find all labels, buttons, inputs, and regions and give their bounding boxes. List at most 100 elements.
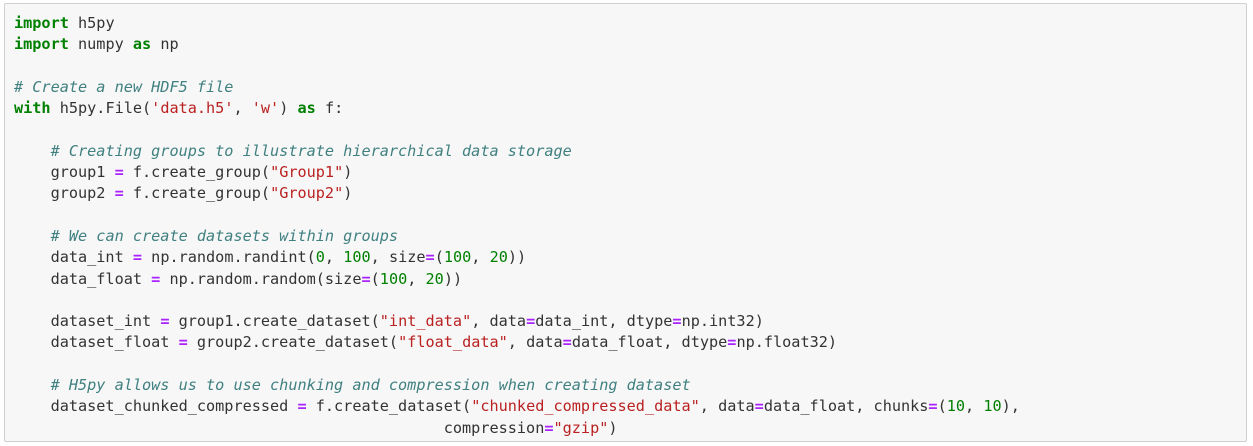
code-token: with [14,99,51,118]
code-token: , [471,248,490,267]
code-token: = [361,269,371,288]
code-token: # H5py allows us to use chunking and com… [50,376,691,395]
code-token: data_float, dtype [571,333,728,352]
code-token: data_float [14,269,152,288]
code-token [14,142,51,160]
code-line: data_float = np.random.random(size=(100,… [14,269,1020,290]
code-token: f.create_group( [123,184,271,203]
code-line [14,290,1020,311]
code-token: = [425,248,435,267]
code-token: 100 [443,248,472,267]
code-token: ( [434,248,444,267]
code-token: ) [343,163,353,182]
code-token: dataset_int [14,312,161,331]
code-line [14,119,1020,140]
code-line: data_int = np.random.randint(0, 100, siz… [14,247,1020,268]
code-line: # Creating groups to illustrate hierarch… [14,141,1020,162]
code-token: data_int [14,248,133,267]
code-token: , data [507,333,563,352]
code-token: ) [279,99,298,118]
code-token: f.create_dataset( [306,397,472,416]
code-line: # Create a new HDF5 file [14,77,1020,98]
code-line [14,354,1020,375]
code-token: np.float32) [736,333,838,352]
code-token: 10 [946,397,966,416]
code-token: 20 [489,248,508,267]
code-token: )) [507,248,527,267]
code-token: f.create_group( [123,163,271,182]
code-token: 10 [983,397,1002,416]
code-token: group2 [14,184,115,203]
code-token: 100 [379,269,408,288]
code-token: )) [443,269,463,288]
code-token: np.random.randint( [142,248,316,267]
code-token: , [965,397,984,416]
code-line [14,56,1020,77]
code-line: # We can create datasets within groups [14,226,1020,247]
code-token: = [114,184,124,203]
code-token: # Creating groups to illustrate hierarch… [50,141,572,160]
code-token: data_float, chunks [763,397,929,416]
code-line: group2 = f.create_group("Group2") [14,183,1020,204]
code-token: group2.create_dataset( [187,333,399,352]
code-token: group1.create_dataset( [169,312,380,331]
code-token: ( [937,397,947,416]
code-token: "Group1" [270,163,344,182]
code-line: dataset_int = group1.create_dataset("int… [14,311,1020,332]
code-token: 100 [343,248,371,267]
code-token: = [526,312,536,331]
code-token: numpy [68,35,133,54]
code-line: compression="gzip") [14,418,1020,439]
code-token: np.random.random(size [160,269,362,288]
code-token: f: [315,99,344,118]
code-token: "chunked_compressed_data" [471,397,700,416]
code-token: = [928,397,938,416]
code-line: with h5py.File('data.h5', 'w') as f: [14,98,1020,119]
code-token: 20 [425,269,444,288]
code-token: np.int32) [681,312,764,331]
code-token: , [233,99,252,118]
code-token: "gzip" [553,418,609,437]
code-token: import [14,14,69,32]
code-token: as [297,99,316,118]
code-line: dataset_float = group2.create_dataset("f… [14,332,1020,353]
code-token: = [160,312,170,331]
code-token: 'w' [251,99,280,118]
code-line: dataset_chunked_compressed = f.create_da… [14,396,1020,417]
code-line: import h5py [14,13,1020,34]
code-token: = [178,333,188,352]
code-token: ) [608,418,618,437]
code-token: , [407,269,426,288]
code-token: = [754,397,764,416]
code-token: "float_data" [398,333,508,352]
code-token: 'data.h5' [151,99,234,118]
code-line [14,205,1020,226]
code-line: # H5py allows us to use chunking and com… [14,375,1020,396]
code-token: h5py [68,14,115,32]
code-token: # Create a new HDF5 file [14,77,234,96]
code-token: , data [699,397,755,416]
code-token: 0 [315,248,325,267]
code-token: ( [370,269,380,288]
code-token: dataset_float [14,333,179,352]
code-line: group1 = f.create_group("Group1") [14,162,1020,183]
code-token: = [151,269,161,288]
code-token: "Group2" [270,184,344,203]
code-token: compression [14,418,545,437]
code-token: = [544,418,554,437]
code-token: = [672,312,682,331]
code-token: ), [1001,397,1020,416]
code-token [14,376,51,394]
code-token: , data [471,312,527,331]
code-token: as [132,35,152,54]
code-token: data_int, dtype [535,312,673,331]
code-token: import [14,35,69,54]
code-token: h5py.File( [50,99,152,118]
code-token: # We can create datasets within groups [50,226,399,245]
code-token: ) [343,184,353,203]
code-token: , [324,248,344,267]
code-token: = [562,333,572,352]
code-token: dataset_chunked_compressed [14,397,298,416]
